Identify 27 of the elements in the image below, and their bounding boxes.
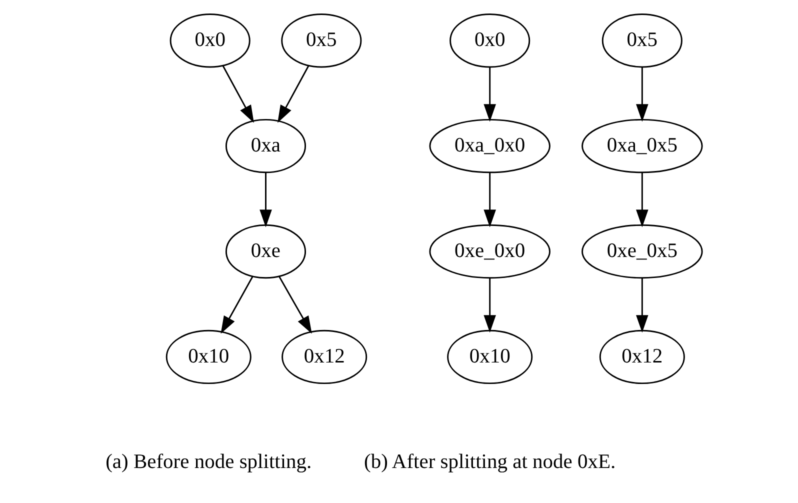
node-ellipse: 0x12: [599, 330, 685, 384]
node-ellipse: 0xa_0x5: [582, 118, 703, 174]
arrow: [278, 66, 310, 123]
arrow: [484, 172, 496, 228]
node-ellipse: 0xe_0x5: [582, 224, 703, 279]
node-ellipse: 0xe: [225, 224, 306, 279]
node-ellipse: 0xa: [225, 118, 306, 174]
node-ellipse: 0x5: [281, 14, 362, 68]
arrow: [636, 172, 648, 228]
arrow: [636, 278, 648, 333]
arrow: [484, 67, 496, 122]
node-ellipse: 0xe_0x0: [429, 224, 550, 279]
node-ellipse: 0x0: [450, 14, 530, 68]
label: (b) After splitting at node 0xE.: [364, 450, 616, 473]
arrow: [636, 67, 648, 122]
node-ellipse: 0x12: [282, 330, 368, 384]
node-ellipse: 0x10: [447, 330, 533, 384]
node-ellipse: 0xa_0x0: [429, 118, 550, 174]
node-ellipse: 0x5: [602, 14, 682, 68]
node-ellipse: 0x10: [166, 330, 252, 384]
label: (a) Before node splitting.: [106, 450, 312, 473]
arrow: [260, 172, 272, 228]
arrow: [484, 278, 496, 333]
node-ellipse: 0x0: [170, 14, 250, 68]
arrow: [278, 276, 312, 334]
arrow: [222, 66, 254, 123]
arrow: [220, 276, 254, 334]
